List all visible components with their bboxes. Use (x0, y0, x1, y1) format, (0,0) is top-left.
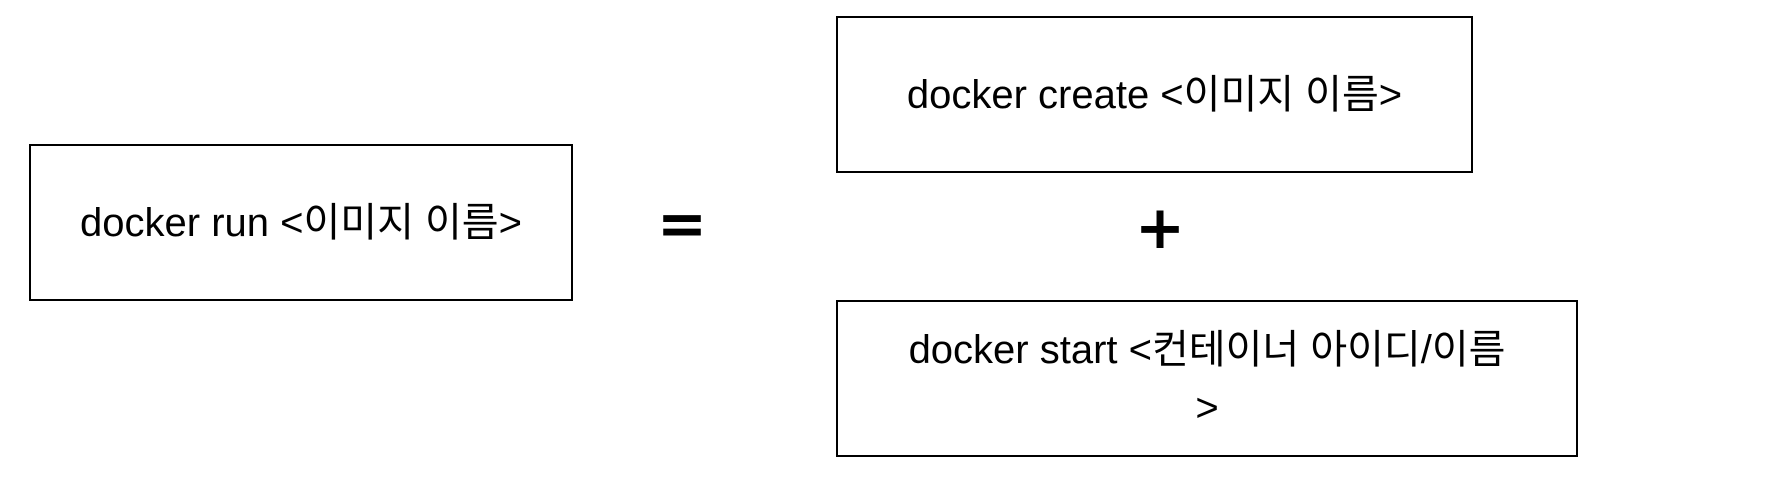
docker-create-box: docker create <이미지 이름> (836, 16, 1473, 173)
docker-start-box: docker start <컨테이너 아이디/이름 > (836, 300, 1578, 457)
plus-sign: + (1134, 193, 1186, 263)
docker-run-label: docker run <이미지 이름> (80, 200, 522, 245)
docker-create-label: docker create <이미지 이름> (906, 72, 1403, 117)
equals-sign: = (656, 189, 708, 259)
docker-start-label: docker start <컨테이너 아이디/이름 > (908, 327, 1506, 430)
docker-run-box: docker run <이미지 이름> (29, 144, 573, 301)
